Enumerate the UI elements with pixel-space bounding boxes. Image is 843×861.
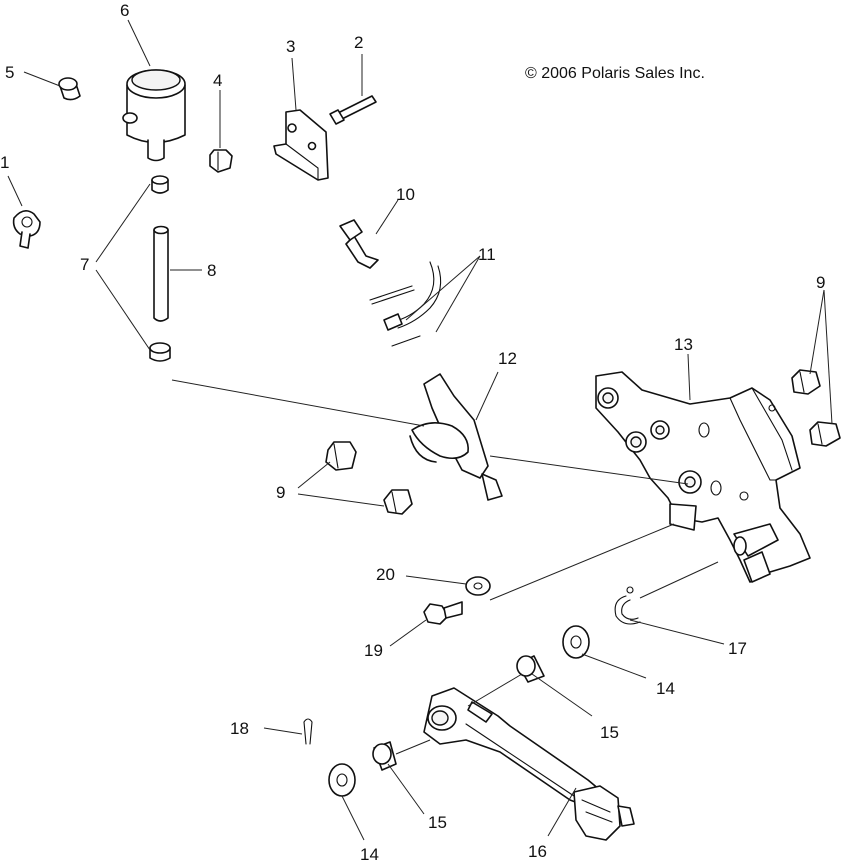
- part-2-pin: [329, 95, 377, 125]
- part-14-washer-right: [562, 625, 590, 659]
- callout-19: 19: [364, 641, 383, 660]
- part-1-clamp: [12, 210, 41, 249]
- callout-14-right: 14: [656, 679, 675, 698]
- callout-11: 11: [478, 245, 496, 264]
- part-11-line: [369, 261, 442, 347]
- callout-10: 10: [396, 185, 415, 204]
- part-3-bracket: [273, 109, 329, 181]
- part-19-bolt: [423, 601, 463, 625]
- part-16-brake-pedal: [423, 687, 635, 841]
- callout-8: 8: [207, 261, 216, 280]
- part-7-hose-clamp-lower: [149, 342, 171, 362]
- callout-labels: 5 6 4 3 2 1 7 8 10 11 12 13 9 9 20 19 17…: [0, 1, 825, 861]
- callout-20: 20: [376, 565, 395, 584]
- part-9-bolt-right-lower: [809, 421, 841, 447]
- callout-6: 6: [120, 1, 129, 20]
- callout-3: 3: [286, 37, 295, 56]
- part-9-bolt-left-lower: [383, 489, 413, 515]
- part-4-bolt: [209, 149, 233, 173]
- callout-5: 5: [5, 63, 14, 82]
- part-15-bushing-lower: [372, 741, 397, 771]
- callout-15-upper: 15: [600, 723, 619, 742]
- part-7-hose-clamp-upper: [151, 175, 169, 194]
- callout-15-lower: 15: [428, 813, 447, 832]
- leader-lines: [7, 19, 833, 841]
- callout-4: 4: [213, 71, 222, 90]
- callout-13: 13: [674, 335, 693, 354]
- part-9-bolt-left-upper: [325, 441, 357, 471]
- part-20-washer: [465, 576, 491, 596]
- callout-9-right: 9: [816, 273, 825, 292]
- callout-9-left: 9: [276, 483, 285, 502]
- part-14-washer-left: [328, 763, 356, 797]
- callout-17: 17: [728, 639, 747, 658]
- callout-16: 16: [528, 842, 547, 861]
- callout-14-left: 14: [360, 845, 379, 861]
- part-12-master-cylinder: [409, 373, 503, 501]
- part-10-bolt: [339, 219, 379, 269]
- callout-2: 2: [354, 33, 363, 52]
- part-8-hose: [153, 225, 169, 322]
- callout-12: 12: [498, 349, 517, 368]
- callout-18: 18: [230, 719, 249, 738]
- part-9-bolt-right-upper: [791, 369, 821, 395]
- assembly-lines: [171, 379, 719, 755]
- copyright-notice: © 2006 Polaris Sales Inc.: [525, 65, 705, 82]
- part-18-cotter-pin: [303, 718, 313, 745]
- part-15-bushing-upper: [516, 655, 545, 683]
- callout-7: 7: [80, 255, 89, 274]
- part-6-reservoir: [122, 69, 186, 162]
- part-13-mounting-plate: [595, 371, 811, 583]
- part-5-cap: [58, 77, 81, 101]
- callout-1: 1: [0, 153, 9, 172]
- part-17-clip: [614, 586, 641, 625]
